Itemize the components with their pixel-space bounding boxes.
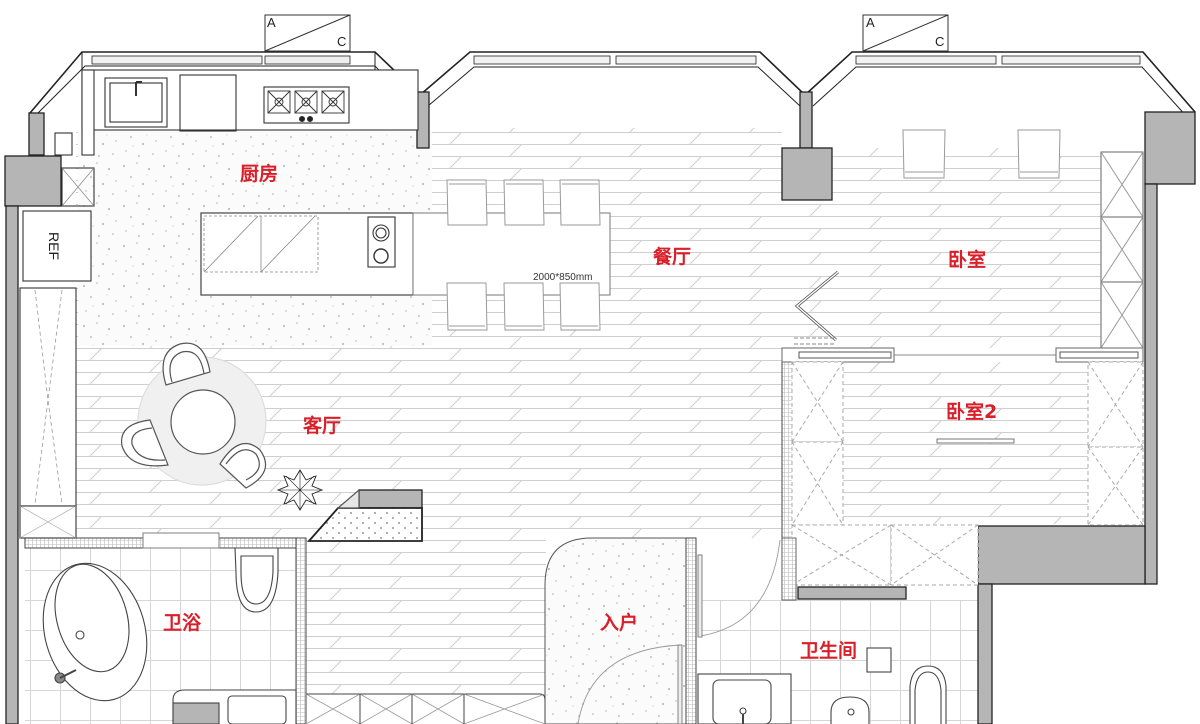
plant	[276, 469, 324, 511]
room-label-bedroom: 卧室	[948, 249, 987, 271]
wc-sink	[712, 679, 772, 724]
bedroom2-furniture	[781, 347, 1144, 586]
walls	[4, 91, 1196, 724]
living-furniture	[120, 342, 423, 542]
room-label-living: 客厅	[303, 415, 342, 437]
section-marker-2-c: C	[935, 34, 945, 49]
induction-cooktop	[367, 216, 396, 268]
room-label-wc: 卫生间	[800, 640, 858, 662]
wc-fixtures	[697, 647, 947, 724]
section-marker-1-a: A	[267, 15, 276, 30]
dishwasher	[179, 74, 237, 132]
wood-floor-corridor	[306, 538, 546, 698]
kitchen-tall-cabinet	[61, 167, 95, 207]
room-label-kitchen: 厨房	[240, 163, 279, 185]
dining-set	[412, 179, 611, 331]
kitchen-island	[200, 212, 414, 296]
section-marker-2-a: A	[866, 15, 875, 30]
room-label-bath: 卫浴	[163, 612, 202, 634]
lounge-chairs	[120, 342, 267, 489]
wood-floor-bedroom	[782, 148, 1102, 348]
gas-stove	[263, 86, 350, 124]
kitchen-fixtures	[19, 69, 419, 539]
wc-upper-floor	[698, 540, 778, 600]
console	[307, 507, 423, 542]
section-marker-1-c: C	[337, 34, 347, 49]
room-label-entry: 入户	[600, 612, 639, 634]
fridge	[22, 210, 92, 282]
room-label-dining: 餐厅	[653, 246, 692, 268]
section-markers	[264, 14, 949, 52]
room-label-bedroom2: 卧室2	[946, 401, 998, 423]
entry-doors	[577, 537, 797, 724]
dining-chairs	[446, 179, 601, 331]
bedroom-furniture	[794, 129, 1144, 349]
table-dimension-label: 2000*850mm	[533, 272, 593, 283]
fridge-label: REF	[46, 232, 62, 260]
corridor-cabinets	[305, 693, 546, 724]
wc-toilet	[909, 665, 947, 724]
wardrobe-bedroom	[1100, 151, 1144, 349]
entry-terrazzo-floor	[544, 537, 687, 724]
kitchen-sink	[104, 77, 168, 128]
bath-fixtures	[42, 532, 297, 724]
dining-table	[412, 212, 611, 296]
round-table	[170, 389, 236, 455]
